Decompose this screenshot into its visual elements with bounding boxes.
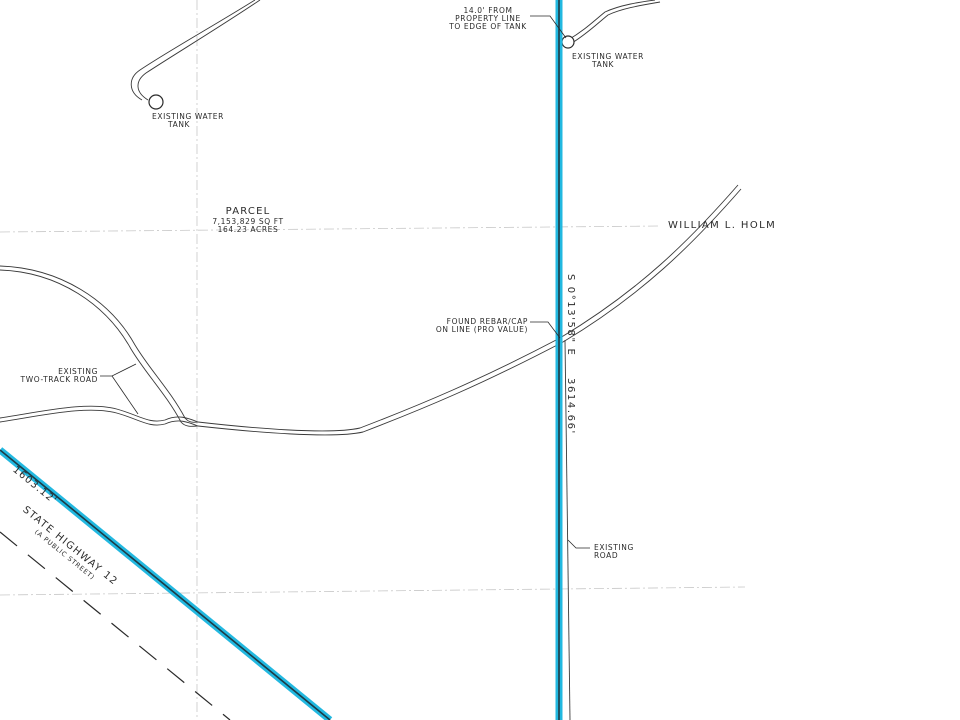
two-track-road-label: EXISTING TWO-TRACK ROAD [10, 368, 98, 384]
tank-offset-line1: 14.0' FROM [463, 6, 513, 15]
leader-lines [100, 15, 590, 549]
water-tank-east-line1: EXISTING WATER [572, 52, 644, 61]
road-east-tank-b [571, 1, 661, 44]
existing-road-east [564, 339, 571, 720]
road-east-tank-a [567, 0, 656, 41]
water-tank-east-line2: TANK [592, 60, 615, 69]
water-tank-west-line1: EXISTING WATER [152, 112, 224, 121]
existing-road-line1: EXISTING [594, 543, 634, 552]
adjoining-owner: WILLIAM L. HOLM [668, 220, 777, 231]
rebar-line2: ON LINE (PRO VALUE) [435, 325, 528, 334]
rebar-note: FOUND REBAR/CAP ON LINE (PRO VALUE) [418, 318, 528, 334]
tank-offset-note: 14.0' FROM PROPERTY LINE TO EDGE OF TANK [438, 7, 538, 31]
rebar-line1: FOUND REBAR/CAP [446, 317, 528, 326]
existing-road-line2: ROAD [594, 551, 619, 560]
east-boundary-bearing: S 0°13'58" E [565, 274, 576, 357]
water-tank-east-symbol [561, 35, 575, 49]
two-track-north-b [0, 269, 199, 427]
leader-two-track-south [111, 375, 139, 415]
two-track-south-a [0, 405, 199, 423]
tank-offset-line3: TO EDGE OF TANK [449, 22, 527, 31]
water-tank-west-label: EXISTING WATER TANK [152, 113, 224, 129]
water-tank-west-symbol [148, 94, 164, 110]
parcel-title: PARCEL [225, 206, 271, 217]
two-track-line1: EXISTING [58, 367, 98, 376]
sw-boundary-line [0, 449, 331, 720]
existing-road-label: EXISTING ROAD [594, 544, 634, 560]
parcel-label: PARCEL 7,153,829 SQ FT 164.23 ACRES [196, 206, 300, 234]
water-tank-west-line2: TANK [168, 120, 191, 129]
two-track-line2: TWO-TRACK ROAD [20, 375, 98, 384]
leader-two-track-north [100, 363, 137, 377]
road-west-tank-b [137, 0, 261, 101]
parcel-area-acres: 164.23 ACRES [217, 225, 279, 234]
water-tank-east-label: EXISTING WATER TANK [572, 53, 644, 69]
east-boundary-distance: 3614.66' [565, 378, 576, 435]
leader-existing-road [567, 539, 590, 549]
highway-row-dashed [0, 531, 231, 720]
guide-line-horizontal-upper [0, 225, 661, 233]
parcel-area-sqft: 7,153,829 SQ FT [212, 217, 284, 226]
leader-rebar [530, 321, 561, 339]
tank-offset-line2: PROPERTY LINE [455, 14, 521, 23]
leader-tank-offset [530, 15, 567, 39]
road-west-tank-a [130, 0, 256, 101]
two-track-north-a [0, 265, 199, 423]
guide-lines [0, 0, 746, 720]
guide-line-horizontal-lower [0, 586, 746, 596]
road-linework [0, 0, 742, 720]
road-diagonal-b [197, 188, 742, 436]
two-track-south-b [0, 409, 199, 427]
boundary-lines [0, 0, 563, 720]
road-diagonal-a [197, 184, 739, 432]
